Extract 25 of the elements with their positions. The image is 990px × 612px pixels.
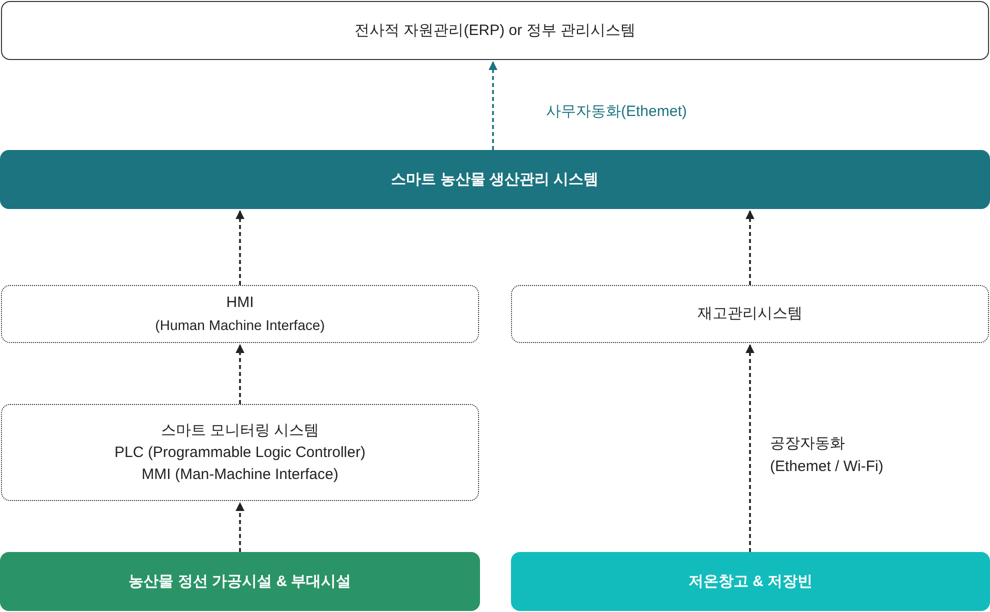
arrow — [236, 502, 244, 552]
node-title: 스마트 모니터링 시스템 — [160, 420, 320, 440]
system-banner — [0, 150, 990, 209]
node-subtitle: (Human Machine Interface) — [155, 316, 325, 335]
process-box — [1, 404, 479, 501]
node-label: 전사적 자원관리(ERP) or 정부 관리시스템 — [354, 20, 636, 40]
node-text: MMI (Man-Machine Interface) — [142, 464, 338, 484]
node-label: 농산물 정선 가공시설 & 부대시설 — [128, 572, 352, 592]
arrow — [236, 344, 244, 404]
arrow — [746, 344, 754, 552]
node-text: PLC (Programmable Logic Controller) — [114, 442, 366, 462]
facility-banner — [0, 552, 480, 611]
arrow — [488, 61, 498, 150]
node-title: HMI — [226, 293, 254, 313]
node-label: 재고관리시스템 — [698, 304, 802, 324]
process-box — [511, 285, 989, 343]
facility-banner — [511, 552, 990, 611]
edge-label: 사무자동화(Ethemet) — [546, 102, 687, 122]
edge-label: 공장자동화 (Ethemet / Wi-Fi) — [770, 434, 884, 477]
node-label: 스마트 농산물 생산관리 시스템 — [391, 170, 599, 190]
system-box — [1, 1, 989, 60]
node-label: 저온창고 & 저장빈 — [688, 572, 813, 592]
arrow — [746, 210, 754, 285]
arrow — [236, 210, 244, 285]
process-box — [1, 285, 479, 343]
